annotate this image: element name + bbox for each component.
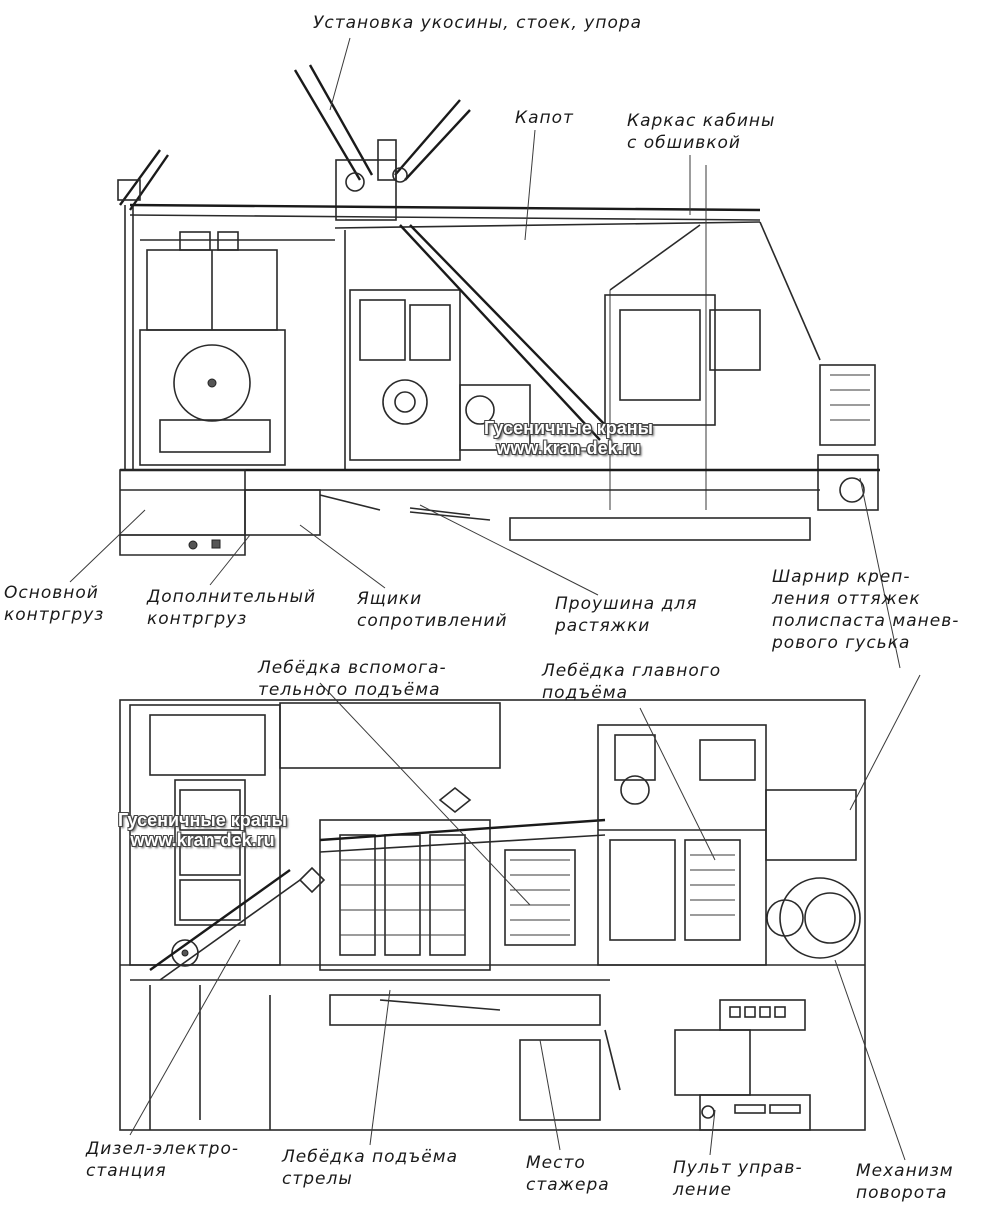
main-counterweight-label: Основной контргруз bbox=[4, 583, 105, 625]
boom-install-label: Установка укосины, стоек, упора bbox=[313, 13, 643, 33]
diesel-station-label: Дизел-электро- станция bbox=[86, 1139, 239, 1181]
watermark-plan: Гусеничные краны www.kran-dek.ru bbox=[118, 810, 288, 850]
side-elevation-drawing bbox=[117, 64, 880, 556]
control-panel-label: Пульт управ- ление bbox=[673, 1158, 803, 1200]
hood-label: Капот bbox=[515, 108, 574, 128]
aux-winch-label: Лебёдка вспомога- тельного подъёма bbox=[258, 658, 447, 700]
hinge-label: Шарнир креп- ления оттяжек полиспаста ма… bbox=[772, 567, 960, 653]
cabin-frame-label: Каркас кабины с обшивкой bbox=[627, 111, 776, 153]
plan-view-drawing bbox=[119, 699, 866, 1131]
boom-winch-label: Лебёдка подъёма стрелы bbox=[282, 1147, 459, 1189]
watermark-top: Гусеничные краны www.kran-dek.ru bbox=[484, 418, 654, 458]
leader-lines bbox=[69, 37, 921, 1161]
main-winch-label: Лебёдка главного подъёма bbox=[542, 661, 722, 703]
extra-counterweight-label: Дополнительный контргруз bbox=[147, 587, 317, 629]
resistor-boxes-label: Ящики сопротивлений bbox=[357, 589, 508, 631]
slewing-mechanism-label: Механизм поворота bbox=[856, 1161, 954, 1203]
bracing-lug-label: Проушина для растяжки bbox=[555, 594, 698, 636]
trainee-seat-label: Место стажера bbox=[526, 1153, 610, 1195]
